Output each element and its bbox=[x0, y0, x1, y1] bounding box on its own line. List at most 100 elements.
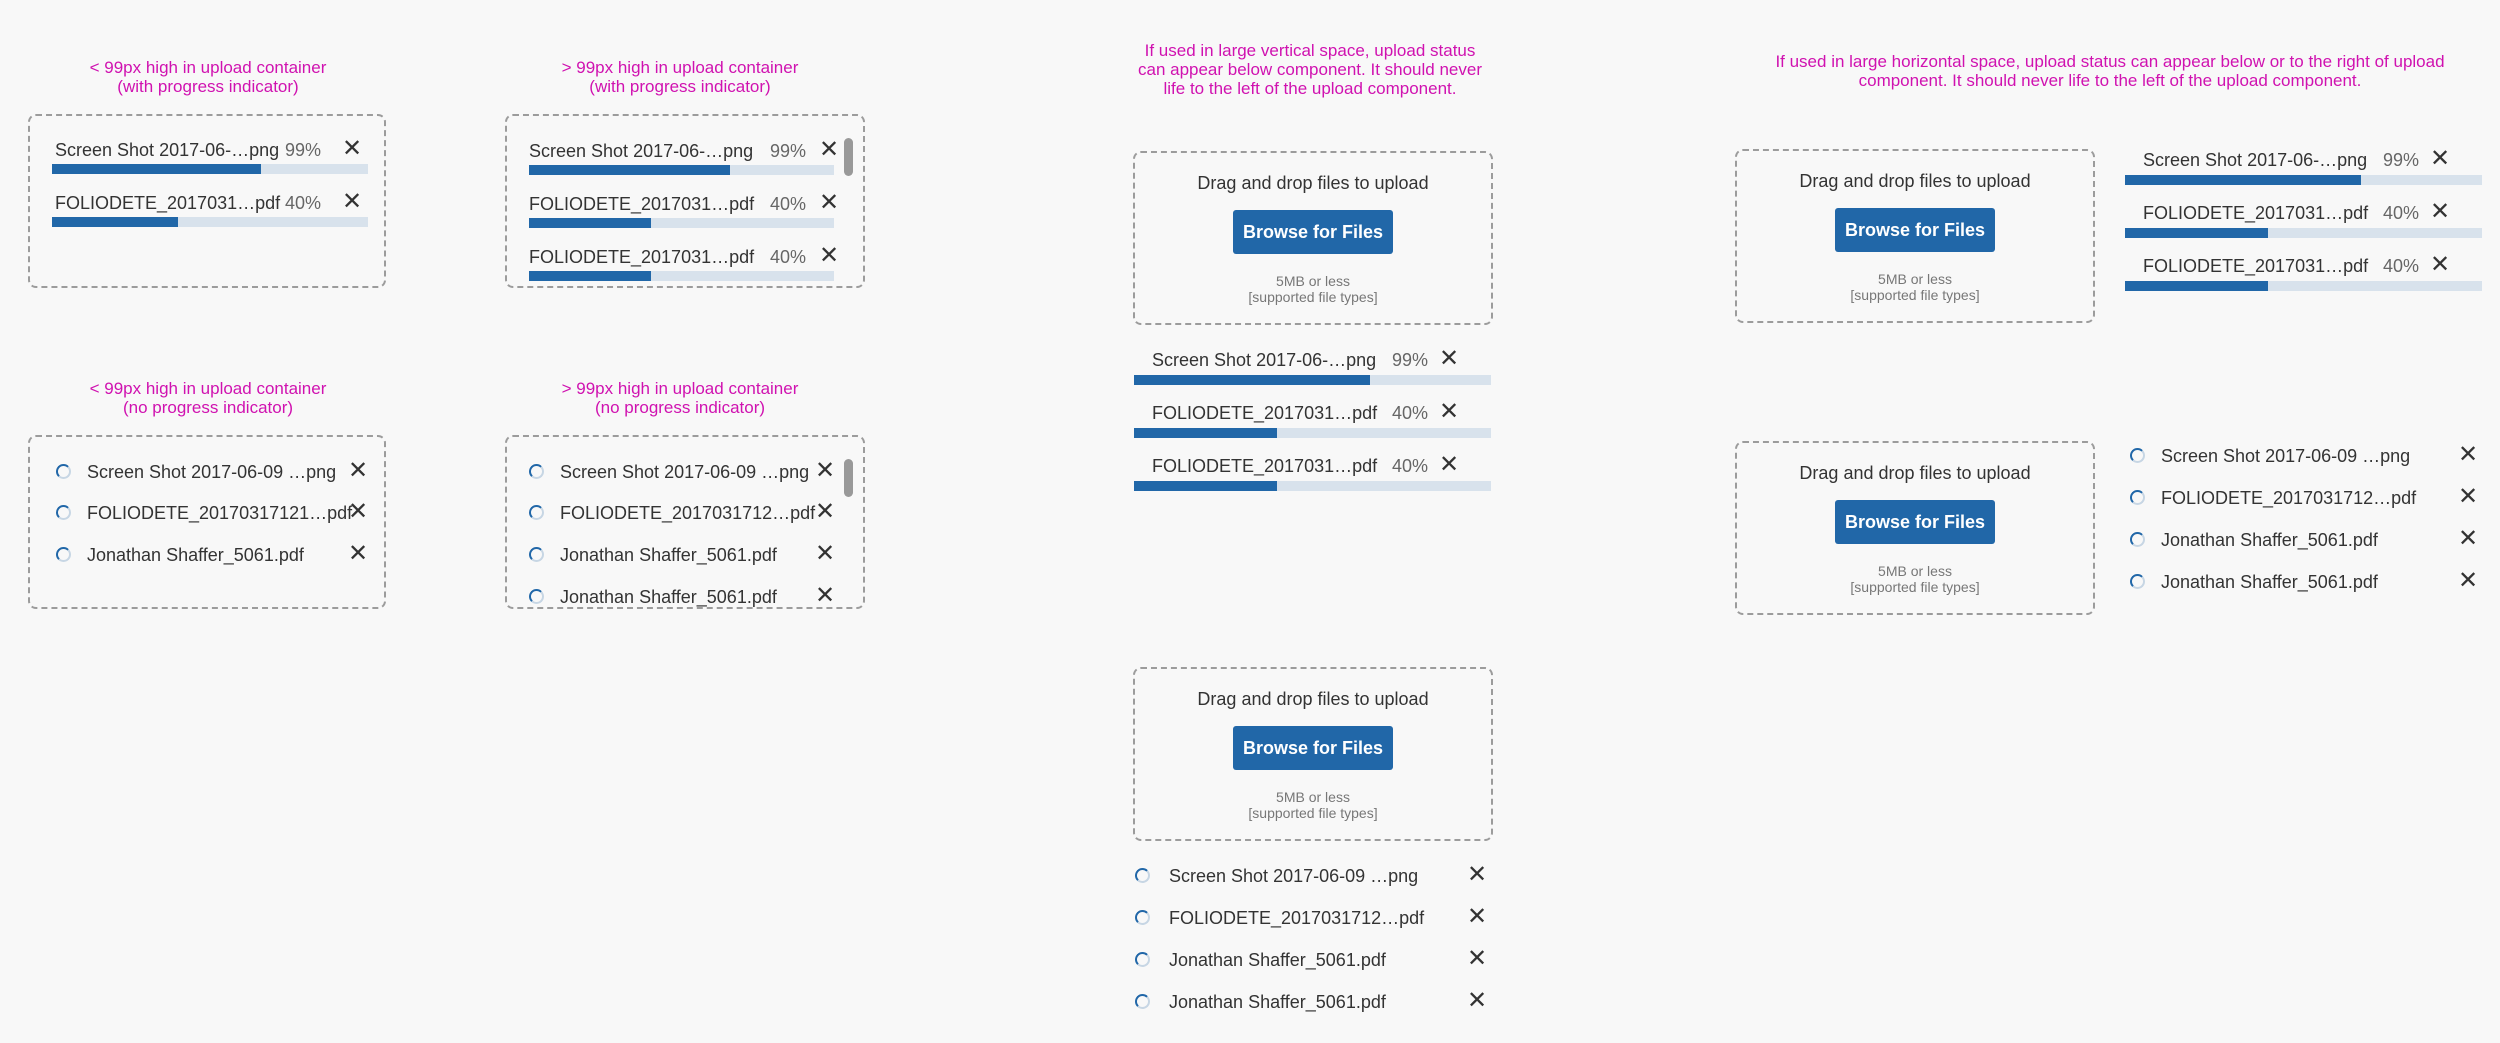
close-icon[interactable]: ✕ bbox=[2430, 198, 2451, 225]
close-icon[interactable]: ✕ bbox=[1467, 945, 1488, 972]
dropzone[interactable]: Drag and drop files to upload Browse for… bbox=[1735, 149, 2095, 323]
close-icon[interactable]: ✕ bbox=[819, 136, 840, 163]
size-limit: 5MB or less bbox=[1276, 789, 1350, 805]
progress-fill bbox=[52, 164, 261, 174]
close-icon[interactable]: ✕ bbox=[1439, 451, 1460, 478]
upload-percent: 40% bbox=[1392, 456, 1429, 476]
upload-percent: 40% bbox=[1392, 403, 1429, 423]
close-icon[interactable]: ✕ bbox=[1467, 861, 1488, 888]
close-icon[interactable]: ✕ bbox=[2458, 567, 2479, 594]
scrollbar-thumb[interactable] bbox=[844, 459, 853, 497]
close-icon[interactable]: ✕ bbox=[348, 498, 369, 525]
file-row: FOLIODETE_2017031…pdf 40% ✕ bbox=[52, 188, 368, 227]
close-icon[interactable]: ✕ bbox=[2458, 441, 2479, 468]
size-limit: 5MB or less bbox=[1878, 271, 1952, 287]
close-icon[interactable]: ✕ bbox=[342, 188, 363, 215]
scrollbar-thumb[interactable] bbox=[844, 138, 853, 176]
spinner-icon bbox=[56, 505, 71, 520]
file-name: Screen Shot 2017-06-09 …png bbox=[1169, 866, 1419, 886]
close-icon[interactable]: ✕ bbox=[819, 242, 840, 269]
progress-fill bbox=[2125, 228, 2268, 238]
upload-percent: 40% bbox=[2383, 256, 2420, 276]
file-row: FOLIODETE_2017031712…pdf ✕ bbox=[529, 498, 836, 537]
upload-percent: 99% bbox=[285, 140, 322, 160]
close-icon[interactable]: ✕ bbox=[2430, 251, 2451, 278]
file-row: FOLIODETE_2017031…pdf 40% ✕ bbox=[2125, 251, 2482, 291]
close-icon[interactable]: ✕ bbox=[1467, 903, 1488, 930]
browse-files-button[interactable]: Browse for Files bbox=[1835, 500, 1995, 544]
close-icon[interactable]: ✕ bbox=[2458, 483, 2479, 510]
file-row: Jonathan Shaffer_5061.pdf ✕ bbox=[2130, 525, 2480, 564]
file-name: FOLIODETE_2017031…pdf bbox=[55, 193, 281, 213]
progress-track bbox=[2125, 175, 2482, 185]
close-icon[interactable]: ✕ bbox=[815, 457, 836, 484]
file-row: Screen Shot 2017-06-…png 99% ✕ bbox=[52, 135, 368, 174]
file-row: Screen Shot 2017-06-…png 99% ✕ bbox=[529, 138, 839, 175]
spinner-icon bbox=[2130, 574, 2145, 589]
file-row: Screen Shot 2017-06-09 …png ✕ bbox=[56, 457, 369, 496]
upload-container-small-noprogress: Screen Shot 2017-06-09 …png ✕ FOLIODETE_… bbox=[28, 435, 386, 609]
file-row: Jonathan Shaffer_5061.pdf ✕ bbox=[1135, 987, 1488, 1026]
spinner-icon bbox=[529, 589, 544, 604]
dropzone-title: Drag and drop files to upload bbox=[1799, 463, 2031, 483]
progress-fill bbox=[529, 218, 651, 228]
close-icon[interactable]: ✕ bbox=[1439, 345, 1460, 372]
close-icon[interactable]: ✕ bbox=[2458, 525, 2479, 552]
close-icon[interactable]: ✕ bbox=[819, 189, 840, 216]
spinner-icon bbox=[2130, 532, 2145, 547]
file-name: FOLIODETE_2017031712…pdf bbox=[560, 503, 816, 523]
progress-fill bbox=[529, 271, 651, 281]
upload-container-large-noprogress: Screen Shot 2017-06-09 …png ✕ FOLIODETE_… bbox=[505, 435, 865, 609]
dropzone[interactable]: Drag and drop files to upload Browse for… bbox=[1133, 151, 1493, 325]
file-name: Screen Shot 2017-06-09 …png bbox=[2161, 446, 2411, 466]
dropzone[interactable]: Drag and drop files to upload Browse for… bbox=[1133, 667, 1493, 841]
file-name: Screen Shot 2017-06-…png bbox=[1152, 350, 1377, 370]
file-row: FOLIODETE_2017031712…pdf ✕ bbox=[1135, 903, 1488, 942]
upload-percent: 99% bbox=[2383, 150, 2420, 170]
dropzone[interactable]: Drag and drop files to upload Browse for… bbox=[1735, 441, 2095, 615]
upload-percent: 99% bbox=[770, 141, 807, 161]
note-small-progress: < 99px high in upload container (with pr… bbox=[89, 58, 327, 96]
note-large-progress: > 99px high in upload container (with pr… bbox=[561, 58, 799, 96]
dropzone-title: Drag and drop files to upload bbox=[1799, 171, 2031, 191]
spinner-icon bbox=[529, 505, 544, 520]
file-row: Jonathan Shaffer_5061.pdf ✕ bbox=[1135, 945, 1488, 984]
file-name: Jonathan Shaffer_5061.pdf bbox=[1169, 992, 1386, 1012]
file-name: Jonathan Shaffer_5061.pdf bbox=[2161, 572, 2378, 592]
close-icon[interactable]: ✕ bbox=[815, 540, 836, 567]
browse-files-button[interactable]: Browse for Files bbox=[1233, 726, 1393, 770]
file-row: FOLIODETE_20170317121…pdf ✕ bbox=[56, 498, 369, 537]
close-icon[interactable]: ✕ bbox=[1467, 987, 1488, 1014]
browse-files-button[interactable]: Browse for Files bbox=[1233, 210, 1393, 254]
close-icon[interactable]: ✕ bbox=[348, 457, 369, 484]
file-types: [supported file types] bbox=[1248, 805, 1378, 821]
spinner-icon bbox=[2130, 490, 2145, 505]
file-name: FOLIODETE_20170317121…pdf bbox=[87, 503, 353, 523]
file-row: Jonathan Shaffer_5061.pdf ✕ bbox=[529, 540, 836, 579]
upload-percent: 40% bbox=[285, 193, 322, 213]
close-icon[interactable]: ✕ bbox=[2430, 145, 2451, 172]
note-small-noprogress: < 99px high in upload container (no prog… bbox=[89, 379, 327, 417]
spinner-icon bbox=[1135, 952, 1150, 967]
progress-fill bbox=[2125, 175, 2361, 185]
note-vertical: If used in large vertical space, upload … bbox=[1137, 41, 1482, 98]
spinner-icon bbox=[56, 464, 71, 479]
close-icon[interactable]: ✕ bbox=[815, 498, 836, 525]
progress-fill bbox=[1134, 428, 1277, 438]
file-row: Jonathan Shaffer_5061.pdf ✕ bbox=[529, 582, 836, 609]
progress-track bbox=[52, 217, 368, 227]
file-row: Jonathan Shaffer_5061.pdf ✕ bbox=[2130, 567, 2480, 606]
browse-files-button[interactable]: Browse for Files bbox=[1835, 208, 1995, 252]
close-icon[interactable]: ✕ bbox=[1439, 398, 1460, 425]
file-name: FOLIODETE_2017031…pdf bbox=[529, 247, 755, 267]
upload-container-large-progress: Screen Shot 2017-06-…png 99% ✕ FOLIODETE… bbox=[505, 114, 865, 288]
close-icon[interactable]: ✕ bbox=[815, 582, 836, 609]
upload-container-small-progress: Screen Shot 2017-06-…png 99% ✕ FOLIODETE… bbox=[28, 114, 386, 288]
progress-track bbox=[2125, 281, 2482, 291]
file-name: FOLIODETE_2017031712…pdf bbox=[2161, 488, 2417, 508]
close-icon[interactable]: ✕ bbox=[348, 540, 369, 567]
spinner-icon bbox=[56, 547, 71, 562]
close-icon[interactable]: ✕ bbox=[342, 135, 363, 162]
progress-track bbox=[529, 271, 834, 281]
file-name: FOLIODETE_2017031…pdf bbox=[1152, 456, 1378, 476]
